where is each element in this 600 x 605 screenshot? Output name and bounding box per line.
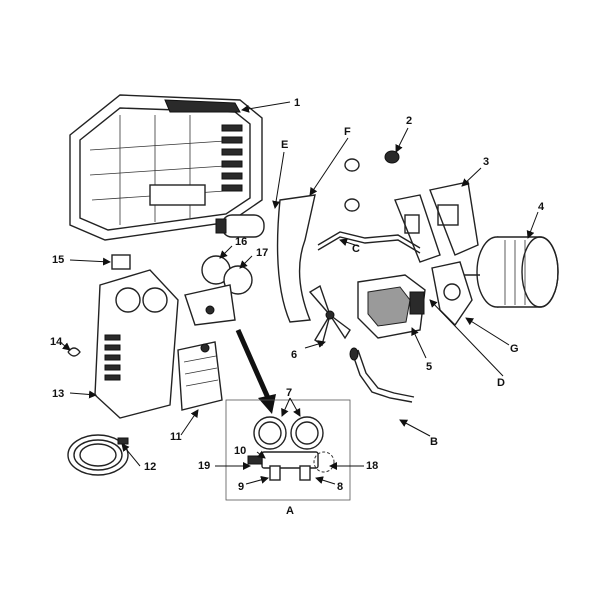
callout-e: E (281, 139, 288, 151)
callout-9: 9 (238, 481, 244, 493)
callout-12: 12 (144, 461, 156, 473)
callout-labels: 1 2 3 4 5 6 7 8 9 10 11 12 13 14 15 16 1… (50, 97, 545, 517)
callout-7: 7 (286, 387, 292, 399)
callout-10: 10 (234, 445, 246, 457)
grommets (344, 150, 400, 212)
part-15-clamp (111, 254, 131, 270)
callout-11: 11 (170, 431, 182, 443)
front-panel (94, 269, 179, 419)
motor (462, 236, 559, 308)
part-14-clip (67, 347, 81, 357)
capacitor-part-e (215, 214, 265, 238)
inset-a-manifold (225, 399, 351, 501)
callout-19: 19 (198, 460, 210, 472)
callout-15: 15 (52, 254, 64, 266)
callout-c: C (352, 243, 360, 255)
fan-blade (308, 284, 351, 347)
tubing-part-c (317, 231, 421, 254)
callout-13: 13 (52, 388, 64, 400)
fan-shroud-part-f (276, 194, 316, 323)
callout-18: 18 (366, 460, 378, 472)
callout-d: D (497, 377, 505, 389)
callout-14: 14 (50, 336, 63, 348)
gauge-assembly (184, 255, 253, 326)
callout-1: 1 (294, 97, 300, 109)
callout-2: 2 (406, 115, 412, 127)
motor-bracket (394, 181, 479, 263)
callout-b: B (430, 436, 438, 448)
callout-f: F (344, 126, 351, 138)
callout-17: 17 (256, 247, 268, 259)
valve-block (177, 341, 223, 411)
callout-4: 4 (538, 201, 545, 213)
callout-5: 5 (426, 361, 432, 373)
callout-16: 16 (235, 236, 247, 248)
compressor (357, 274, 426, 339)
callout-8: 8 (337, 481, 343, 493)
power-cord (67, 434, 129, 476)
shroud-part-g (431, 261, 473, 327)
callout-g: G (510, 343, 519, 355)
callout-3: 3 (483, 156, 489, 168)
leader-lines (59, 101, 539, 485)
tubing-part-b (349, 347, 415, 403)
rear-housing (69, 94, 263, 241)
callout-a: A (286, 505, 294, 517)
big-arrow (235, 328, 276, 414)
callout-6: 6 (291, 349, 297, 361)
